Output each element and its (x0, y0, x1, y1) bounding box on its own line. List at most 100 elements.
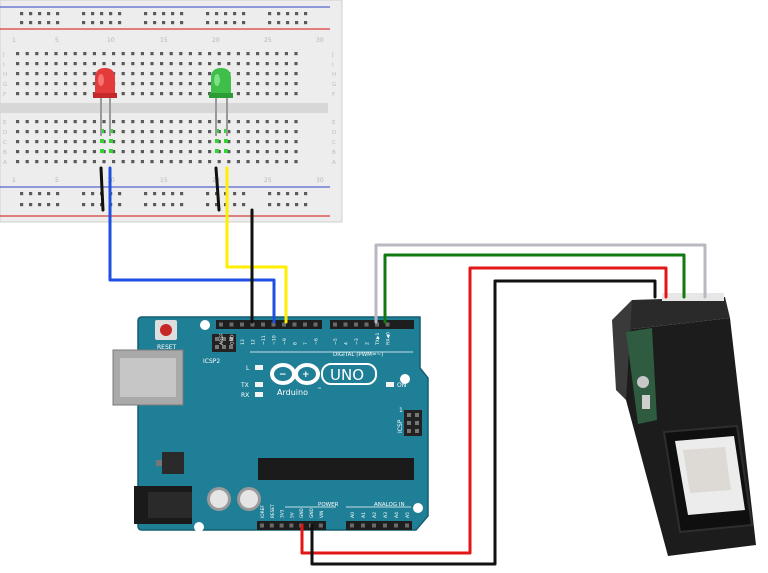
breadboard-hole (236, 52, 240, 56)
pin-label: 4 (344, 342, 350, 345)
header-pin[interactable] (219, 322, 223, 327)
header-pin[interactable] (292, 322, 297, 327)
breadboard-hole (83, 120, 87, 124)
breadboard-hole (121, 62, 125, 66)
breadboard-hole (294, 150, 298, 154)
header-pin[interactable] (385, 322, 390, 327)
header-pin[interactable] (354, 322, 358, 327)
reset-label: RESET (157, 344, 177, 351)
header-pin[interactable] (405, 523, 409, 528)
header-pin[interactable] (261, 322, 265, 327)
breadboard-hole (112, 140, 116, 144)
header-pin[interactable] (303, 322, 307, 327)
wires (99, 166, 707, 566)
breadboard-hole (208, 120, 212, 124)
header-pin[interactable] (279, 523, 284, 528)
breadboard-hole (179, 82, 183, 86)
wire-blue-led-to-d12 (108, 166, 276, 324)
header-pin[interactable] (364, 322, 369, 327)
breadboard-hole (169, 120, 173, 124)
breadboard-hole (25, 140, 29, 144)
rail-hole (100, 12, 104, 16)
icsp-pin-one-label: 1 (399, 407, 403, 414)
breadboard-hole (73, 52, 77, 56)
header-pin[interactable] (240, 322, 244, 327)
breadboard-hole (169, 62, 173, 66)
mounting-hole (200, 320, 210, 330)
header-pin[interactable] (383, 523, 387, 528)
breadboard-hole (188, 62, 192, 66)
breadboard-hole (131, 130, 135, 134)
breadboard-hole (217, 140, 221, 144)
fingerprint-sensor (612, 293, 756, 556)
breadboard-hole (256, 62, 260, 66)
breadboard-hole (150, 92, 154, 96)
sensor-glass-shade (683, 447, 731, 493)
header-pin[interactable] (271, 322, 276, 327)
breadboard-hole (35, 120, 39, 124)
header-pin[interactable] (313, 322, 318, 327)
header-pin[interactable] (375, 322, 379, 327)
breadboard-hole (35, 150, 39, 154)
header-pin[interactable] (282, 322, 286, 327)
breadboard-hole (188, 130, 192, 134)
rail-hole (56, 21, 60, 25)
rail-hole (47, 192, 51, 196)
microcontroller-chip (258, 458, 414, 480)
capacitor-top (240, 490, 258, 508)
rail-hole (47, 203, 51, 207)
breadboard-hole (284, 62, 288, 66)
column-number: 1 (12, 177, 16, 184)
breadboard-hole (246, 140, 250, 144)
header-pin[interactable] (361, 523, 365, 528)
logo-brand: Arduino (277, 388, 308, 397)
breadboard-hole (54, 140, 58, 144)
breadboard-hole (236, 160, 240, 164)
breadboard-hole (92, 62, 96, 66)
header-pin[interactable] (372, 523, 376, 528)
row-letter: I (332, 62, 334, 68)
breadboard-hole (64, 130, 68, 134)
breadboard-hole (246, 92, 250, 96)
breadboard-hole (25, 120, 29, 124)
breadboard-hole (44, 150, 48, 154)
pin-label: A3 (383, 512, 389, 518)
header-pin[interactable] (394, 523, 398, 528)
rail-hole (118, 12, 122, 16)
breadboard-hole (284, 72, 288, 76)
breadboard-hole (160, 82, 164, 86)
breadboard-hole (208, 160, 212, 164)
header-pin[interactable] (250, 322, 255, 327)
header-pin[interactable] (350, 523, 354, 528)
reset-button-cap[interactable] (160, 324, 172, 336)
breadboard-hole (294, 140, 298, 144)
breadboard-hole (179, 130, 183, 134)
breadboard-hole (44, 140, 48, 144)
breadboard-hole (217, 120, 221, 124)
breadboard-hole (236, 82, 240, 86)
pin-label: 2 (365, 342, 371, 345)
rail-hole (180, 12, 184, 16)
header-pin[interactable] (343, 322, 348, 327)
rail-hole (277, 192, 281, 196)
header-pin[interactable] (269, 523, 274, 528)
header-pin[interactable] (289, 523, 294, 528)
breadboard-hole (265, 72, 269, 76)
breadboard-hole (44, 72, 48, 76)
rail-hole (268, 192, 272, 196)
header-pin[interactable] (333, 322, 337, 327)
rail-hole (242, 21, 246, 25)
status-leds: L TX RX ON (240, 365, 406, 399)
mounting-hole (413, 503, 423, 513)
row-letter: E (332, 120, 336, 126)
rail-hole (304, 203, 308, 207)
breadboard-hole (112, 130, 116, 134)
sensor-component (637, 376, 649, 388)
header-pin[interactable] (260, 523, 264, 528)
breadboard-hole (256, 160, 260, 164)
header-pin[interactable] (318, 523, 323, 528)
header-pin[interactable] (229, 322, 234, 327)
mounting-hole (194, 522, 204, 532)
